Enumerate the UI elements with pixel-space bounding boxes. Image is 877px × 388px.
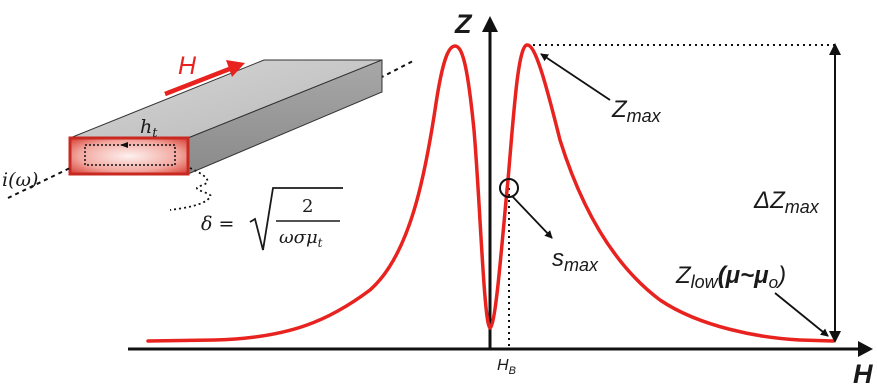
y-axis-arrowhead xyxy=(482,16,498,32)
delta-zmax-arrowhead-bottom xyxy=(829,331,841,343)
delta-zmax-label: ΔZmax xyxy=(753,187,820,217)
smax-pointer-arrow xyxy=(511,195,553,239)
field-arrow-head xyxy=(226,60,245,77)
smax-marker-circle xyxy=(499,178,519,198)
eddy-current-arrow xyxy=(120,142,128,148)
current-label: i(ω) xyxy=(2,169,38,191)
current-axis-near xyxy=(7,167,71,199)
y-axis-label: Z xyxy=(454,9,473,39)
zlow-pointer-arrow xyxy=(774,292,829,337)
zmax-label: Zmax xyxy=(611,96,662,126)
sqrt-sign xyxy=(249,187,343,251)
x-axis-label: H xyxy=(853,359,873,388)
hb-label: HB xyxy=(497,357,516,377)
current-axis-far xyxy=(379,59,416,79)
zlow-label: Zlow(μ~μo) xyxy=(675,262,786,292)
smax-label: smax xyxy=(552,245,599,275)
skin-depth-formula: δ = 2 ωσμt xyxy=(201,187,343,251)
eddy-current-loop xyxy=(84,144,176,166)
delta-zmax-arrowhead-top xyxy=(829,43,841,55)
impedance-curve xyxy=(146,43,835,343)
conductor-bar xyxy=(7,59,416,211)
field-arrow xyxy=(164,65,233,97)
field-arrow-label: H xyxy=(178,52,197,80)
thickness-label: ht xyxy=(140,116,158,141)
skin-depth-denominator: ωσμt xyxy=(279,227,323,250)
bar-cross-section xyxy=(68,136,190,176)
zmax-pointer-arrow xyxy=(540,53,611,101)
skin-depth-numerator: 2 xyxy=(302,196,313,217)
x-axis-arrowhead xyxy=(858,341,873,357)
skin-depth-lhs: δ = xyxy=(201,213,234,235)
skin-depth-pointer xyxy=(169,167,212,211)
